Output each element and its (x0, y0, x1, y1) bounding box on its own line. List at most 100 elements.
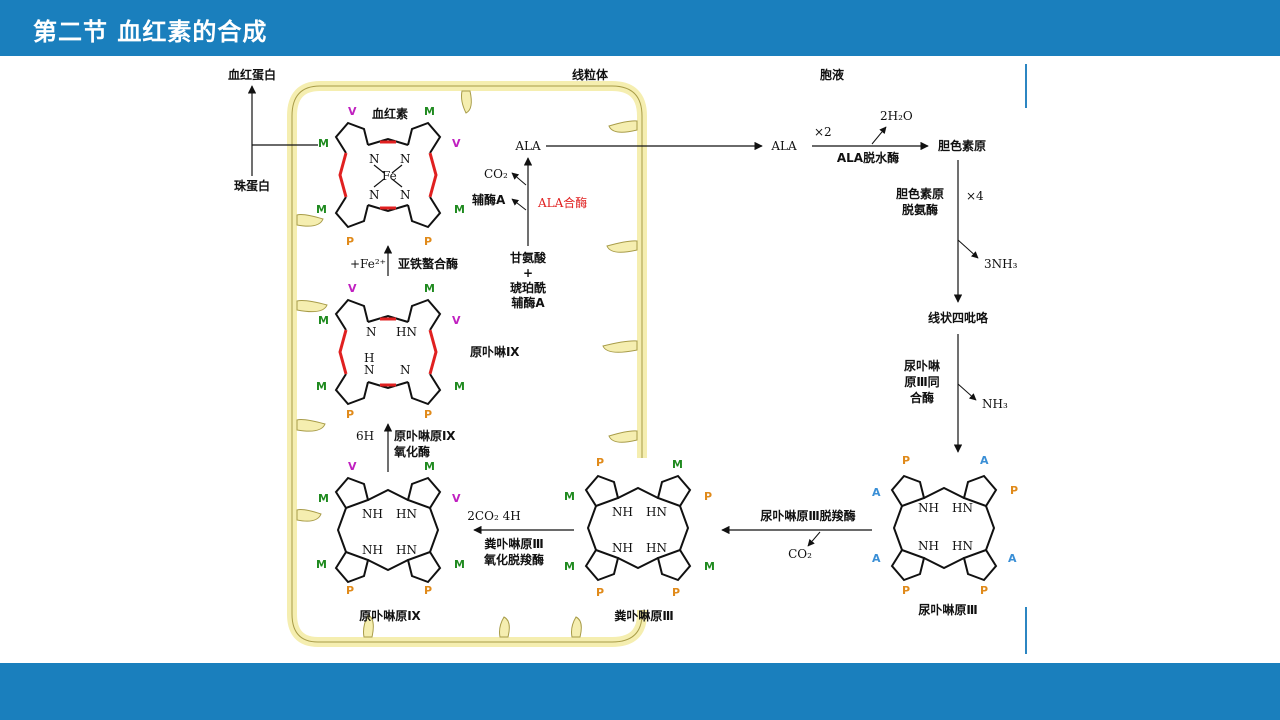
sub-m: M (316, 558, 327, 571)
sub-p: P (346, 408, 354, 421)
co2-4h-label: 2CO₂ 4H (467, 509, 520, 523)
sub-a: A (872, 486, 881, 499)
fe-label: Fe (382, 169, 397, 183)
arrow-coa-out (511, 198, 527, 211)
arrow-3nh3-out (957, 239, 979, 259)
sub-v: V (452, 314, 461, 327)
sub-m: M (316, 380, 327, 393)
sub-m: M (454, 203, 465, 216)
ring-n: N (366, 325, 377, 339)
substrate-plus: + (523, 266, 533, 280)
sub-p: P (424, 584, 432, 597)
ring-n: N (369, 152, 380, 166)
sub-m: M (564, 490, 575, 503)
sub-a: A (980, 454, 989, 467)
right-rule-top (1025, 64, 1027, 108)
sub-m: M (424, 105, 435, 118)
ring-nh: NH (918, 539, 939, 553)
label-globin: 珠蛋白 (234, 178, 270, 193)
sub-v: V (452, 492, 461, 505)
protoporphyrin-label: 原卟啉Ⅸ (470, 344, 520, 359)
coa-label: 辅酶A (472, 192, 506, 207)
sub-m: M (454, 558, 465, 571)
uro-decarboxylase-label: 尿卟啉原Ⅲ脱羧酶 (760, 508, 855, 523)
ring-hn: HN (952, 539, 973, 553)
uroporphyrinogen-structure: NH HN NH HN P A A P A A P P (872, 454, 1018, 597)
substrate-coa: 辅酶A (511, 295, 545, 310)
ppgen-oxidase-label-2: 氧化酶 (393, 444, 430, 459)
protoporphyrinogen-label: 原卟啉原Ⅸ (359, 608, 421, 623)
sub-m: M (318, 492, 329, 505)
ppgen-oxidase-label-1: 原卟啉原Ⅸ (394, 428, 456, 443)
ring-nh: NH (362, 507, 383, 521)
h2o-label: 2H₂O (880, 109, 913, 123)
x2-label: ×2 (814, 125, 832, 139)
sub-v: V (348, 105, 357, 118)
arrow-co2-out (511, 172, 527, 186)
ring-n: N (400, 152, 411, 166)
sub-p: P (902, 584, 910, 597)
heme-label: 血红素 (372, 106, 408, 121)
label-hemoglobin: 血红蛋白 (228, 67, 276, 82)
sub-v: V (452, 137, 461, 150)
sub-a: A (872, 552, 881, 565)
ring-n: N (400, 188, 411, 202)
sub-m: M (454, 380, 465, 393)
footer-bar (0, 663, 1280, 720)
heme-structure: 血红素 N N N N Fe V M M V M (316, 105, 465, 248)
ring-hn: HN (396, 325, 417, 339)
page-title: 第二节 血红素的合成 (33, 18, 268, 46)
substrate-glycine: 甘氨酸 (510, 250, 547, 265)
ring-nh: NH (612, 505, 633, 519)
cristae (296, 90, 638, 638)
label-mitochondrion: 线粒体 (572, 67, 609, 82)
sub-p: P (704, 490, 712, 503)
sub-m: M (424, 460, 435, 473)
sub-m: M (316, 203, 327, 216)
sub-p: P (346, 235, 354, 248)
sub-p: P (596, 586, 604, 599)
substrate-succinyl: 琥珀酰 (510, 280, 546, 295)
sub-p: P (1010, 484, 1018, 497)
protoporphyrinogen-structure: NH HN NH HN V M M V M M P P (316, 460, 465, 597)
sub-m: M (672, 458, 683, 471)
sub-a: A (1008, 552, 1017, 565)
uro-synthase-label-1: 尿卟啉 (904, 358, 940, 373)
x4-label: ×4 (966, 189, 984, 203)
ala-mito-label: ALA (514, 139, 541, 153)
uro-synthase-label-3: 合酶 (910, 390, 934, 405)
six-h-label: 6H (356, 429, 374, 443)
fe2-label: +Fe²⁺ (350, 257, 386, 271)
ring-n: N (364, 363, 375, 377)
pbg-label: 胆色素原 (938, 138, 986, 153)
sub-m: M (704, 560, 715, 573)
ala-dehydratase-label: ALA脱水酶 (837, 150, 899, 165)
arrow-co2-cyto-out (807, 531, 821, 547)
coproporphyrinogen-structure: NH HN NH HN P M M P M M P P (564, 456, 715, 599)
uro-synthase-label-2: 原Ⅲ同 (904, 375, 939, 389)
pbg-deaminase-label-2: 脱氨酶 (902, 202, 938, 217)
coproporphyrinogen-label: 粪卟啉原Ⅲ (614, 608, 673, 623)
sub-p: P (672, 586, 680, 599)
ring-hn: HN (396, 507, 417, 521)
sub-m: M (318, 314, 329, 327)
ring-n: N (400, 363, 411, 377)
ring-nh: NH (918, 501, 939, 515)
right-rule-bottom (1025, 607, 1027, 654)
label-cytosol: 胞液 (820, 67, 844, 82)
arrow-nh3-out (957, 383, 977, 401)
co2-mito-label: CO₂ (484, 167, 508, 181)
co2-cyto-label: CO₂ (788, 547, 812, 561)
sub-v: V (348, 460, 357, 473)
ring-n: N (369, 188, 380, 202)
title-bar (0, 0, 1280, 56)
arrow-h2o-out (871, 126, 887, 145)
sub-v: V (348, 282, 357, 295)
nh3-label: NH₃ (982, 397, 1008, 411)
sub-p: P (902, 454, 910, 467)
ring-hn: HN (646, 505, 667, 519)
sub-p: P (596, 456, 604, 469)
ring-hn: HN (952, 501, 973, 515)
ring-nh: NH (362, 543, 383, 557)
